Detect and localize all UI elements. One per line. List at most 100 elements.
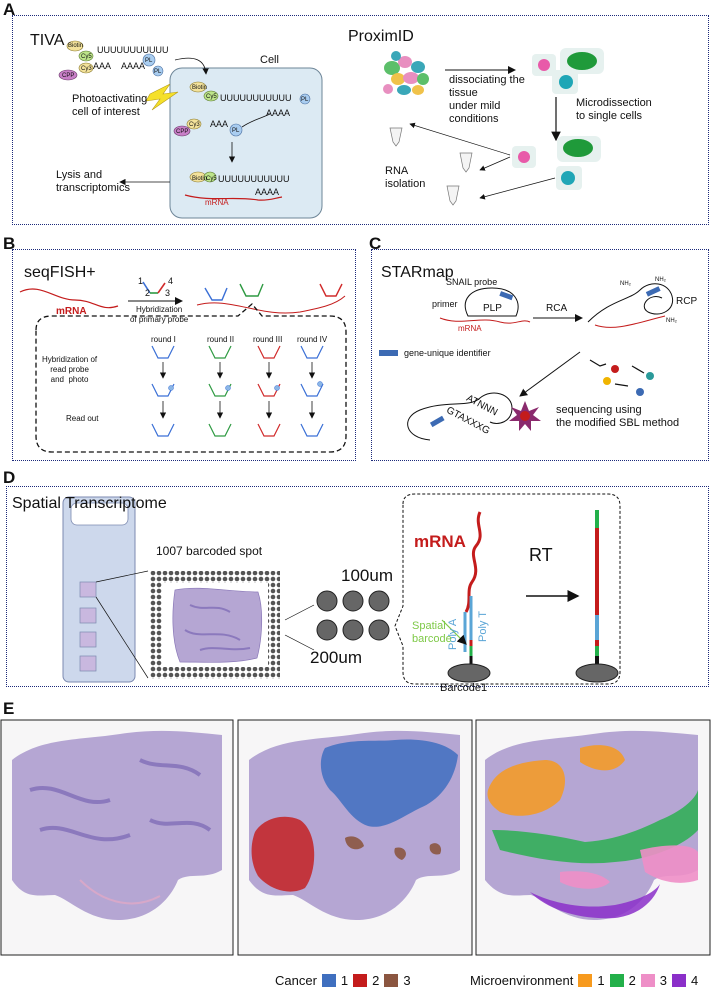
round-label-3: round III — [253, 335, 283, 344]
cancer-legend: Cancer 1 2 3 — [275, 973, 411, 988]
zoom-line-2 — [95, 596, 149, 679]
micro-swatch-1 — [578, 974, 593, 987]
probe-number-2: 2 — [145, 288, 151, 298]
hybrid-primary-label: Hybridization of primary probe — [130, 305, 189, 324]
panel-b-frame — [12, 249, 356, 461]
rcp-coil — [587, 283, 674, 323]
spot-dots — [316, 590, 390, 641]
photoactivation-arrow — [174, 57, 209, 75]
panel-b-letter: B — [3, 234, 16, 253]
pl-label-2: PL — [154, 69, 162, 75]
bound-probes — [204, 283, 343, 301]
poly-u-label-2: UUUUUUUUUUU — [220, 93, 292, 103]
aaaa-label-1: AAAA — [121, 61, 146, 71]
photoactivating-label: Photoactivating cell of interest — [72, 93, 148, 118]
biotin-label-3: Biotin — [192, 176, 208, 182]
cancer-swatch-1 — [321, 974, 336, 987]
cancer-legend-title: Cancer — [275, 973, 317, 988]
lysis-label: Lysis and transcriptomics — [56, 169, 130, 194]
rt-bubble — [394, 493, 621, 685]
biotin-label-1: Biotin — [68, 43, 84, 49]
cancer-swatch-3 — [384, 974, 399, 987]
rna-arrow-2 — [479, 156, 511, 171]
cancer-legend-1: 1 — [340, 973, 349, 988]
mrna-strand-b — [19, 288, 119, 309]
slide-capture-areas — [79, 581, 97, 672]
rna-arrow-3 — [479, 177, 556, 200]
cy3-label-1: Cy3 — [81, 66, 92, 72]
cy5-label-2: Cy5 — [206, 94, 217, 100]
round-label-1: round I — [151, 335, 176, 344]
plp-identifier-bar — [499, 291, 514, 301]
mrna-strand-d — [464, 511, 482, 613]
barcoded-spot-label: 1007 barcoded spot — [156, 544, 263, 558]
rcp-identifier-bar — [645, 286, 661, 297]
proximid-title: ProximID — [348, 28, 414, 45]
poly-t-label: Poly T — [477, 611, 489, 642]
spatial-barcode-label: Spatial barcode — [412, 620, 452, 645]
panel-d-letter: D — [3, 468, 16, 487]
mrna-strand-c2 — [594, 315, 666, 328]
poly-u-label-3: UUUUUUUUUUU — [218, 174, 290, 184]
microdissection-label: Microdissection to single cells — [576, 97, 652, 122]
nh2-label-1: NH₂ — [620, 281, 631, 287]
seqfish-title: seqFISH+ — [24, 264, 96, 281]
mrna-label-b: mRNA — [56, 306, 87, 317]
rt-label: RT — [529, 545, 553, 565]
mrna-label-d: mRNA — [414, 532, 466, 551]
micro-swatch-4 — [672, 974, 687, 987]
cancer-legend-3: 3 — [403, 973, 411, 988]
mrna-strand-b2 — [196, 295, 346, 314]
cancer-legend-2: 2 — [372, 973, 380, 988]
micro-legend-1: 1 — [597, 973, 605, 988]
spatial-barcode-arrow — [441, 619, 467, 645]
tiva-title: TIVA — [30, 32, 65, 49]
snail-probe-label: SNAIL probe — [446, 277, 498, 287]
micro-swatch-2 — [609, 974, 624, 987]
dashed-bubble — [35, 303, 347, 453]
seq-coil — [407, 392, 513, 441]
biotin-label-2: Biotin — [192, 85, 208, 91]
he-image-1 — [0, 719, 234, 956]
readout-label: Read out — [66, 414, 99, 423]
nh2-label-2: NH₂ — [655, 277, 666, 283]
spacing-200um-label: 200um — [310, 648, 362, 667]
pl-label-4: PL — [232, 128, 240, 134]
round-arrows — [159, 362, 316, 419]
barcode1-label: Barcode1 — [440, 682, 488, 694]
aaa-label-2: AAA — [210, 119, 229, 129]
cy5-label-3: Cy5 — [206, 176, 217, 182]
tubes — [389, 127, 473, 206]
gene-identifier-label: gene-unique identifier — [404, 348, 491, 358]
probe-number-1: 1 — [138, 276, 144, 286]
rca-label: RCA — [546, 303, 568, 314]
readout-dots — [168, 381, 323, 391]
single-cells — [512, 136, 601, 190]
panel-e-letter: E — [3, 699, 15, 718]
panel-a-letter: A — [3, 0, 16, 19]
micro-legend-title: Microenvironment — [470, 973, 574, 988]
tiva-probe-outside — [58, 40, 164, 81]
legend-identifier-bar — [379, 350, 398, 356]
mrna-label-c: mRNA — [458, 324, 482, 333]
dissociating-label: dissociating the tissue under mild condi… — [449, 74, 525, 125]
tiva-probe-inside — [173, 81, 311, 183]
starmap-title: STARmap — [381, 264, 454, 281]
aaa-label-1: AAA — [93, 61, 112, 71]
probe-number-3: 3 — [165, 288, 171, 298]
rna-isolation-label: RNA isolation — [385, 165, 426, 190]
he-image-3 — [475, 719, 711, 956]
spatial-title: Spatial Transcriptome — [12, 495, 167, 512]
rcp-label: RCP — [676, 296, 698, 307]
micro-legend-3: 3 — [659, 973, 668, 988]
seq-identifier-bar — [429, 415, 445, 428]
probe-number-4: 4 — [168, 276, 174, 286]
panel-d-frame — [6, 486, 709, 687]
cy3-label-2: Cy3 — [189, 122, 200, 128]
panel-c-frame — [371, 249, 709, 461]
micro-legend-4: 4 — [691, 973, 699, 988]
round-label-2: round II — [207, 335, 235, 344]
spacing-100um-label: 100um — [341, 566, 393, 585]
round-label-4: round IV — [297, 335, 328, 344]
